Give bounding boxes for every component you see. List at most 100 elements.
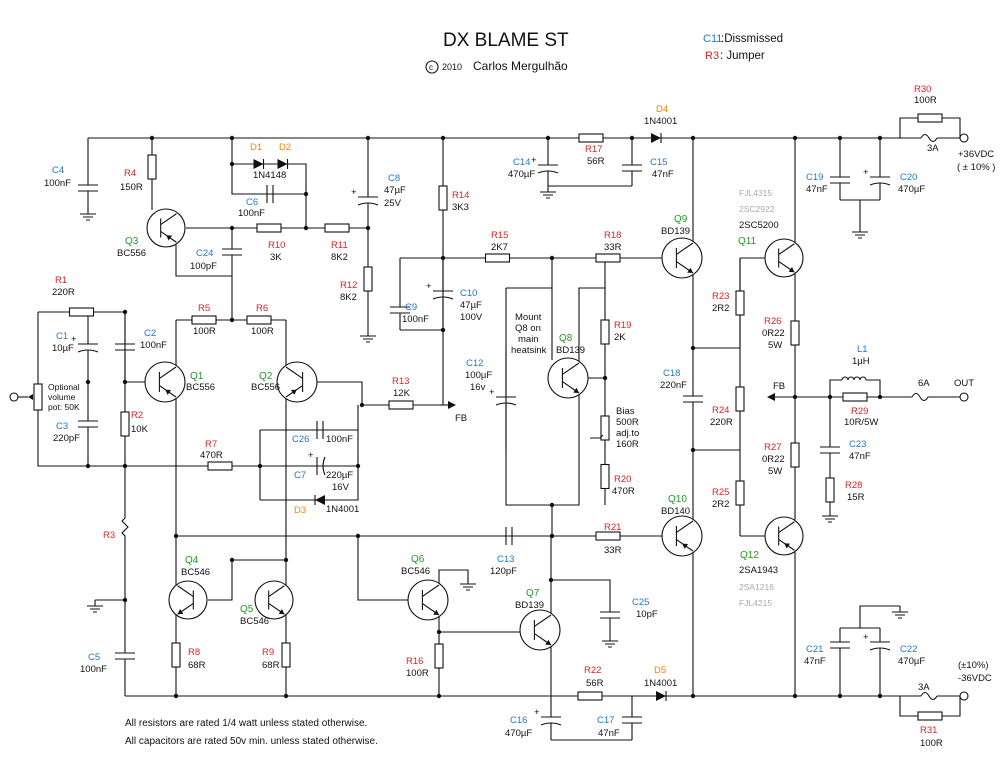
neg-supply-terminal[interactable] [959,691,969,701]
label-C15-value: 47nF [652,169,674,180]
label-R18-ref: R18 [604,230,621,241]
label-C24-value: 100pF [190,261,217,272]
junction-dot [283,693,289,699]
fb-output-label: FB [773,381,785,392]
junction-dot [303,225,309,231]
junction-dot [229,317,235,323]
label-D2-value: 1N4148 [253,170,286,181]
fb-input-label: FB [455,413,467,424]
junction-dot [229,225,235,231]
R11 [324,223,350,233]
R2 [120,411,130,437]
wire [551,579,611,595]
bias-wiper[interactable] [590,434,604,439]
label-Q2-value: BC556 [251,382,280,393]
R17 [578,133,604,143]
Q4-arrow [177,608,184,615]
label-C12-rating: 16v [470,382,486,393]
label-C13-ref: C13 [497,554,514,565]
label-R23-ref: R23 [712,291,729,302]
D4 [651,133,661,143]
label-C2-ref: C2 [144,328,156,339]
wire [95,542,126,601]
junction-dot [690,693,696,699]
junction-dot [85,463,91,469]
label-C14-ref: C14 [513,157,530,168]
output-fuse [911,392,929,402]
ground-icon [602,640,618,648]
ground-icon [460,583,476,591]
R9 [281,642,291,668]
volume-pot[interactable] [33,383,43,411]
Q9 [661,237,703,279]
wire [438,569,469,585]
label-C15-ref: C15 [650,157,667,168]
label-R30-value: 100R [914,95,937,106]
junction-dot [690,345,696,351]
Q3-arrow [166,235,173,241]
R30 [917,113,943,123]
note-capacitors: All capacitors are rated 50v min. unless… [125,736,378,747]
label-R14-value: 3K3 [452,202,469,213]
junction-dot [690,135,696,141]
label-R7-value: 470R [200,450,223,461]
q8-mount-line-3: main [518,334,539,345]
ground-icon [360,335,376,343]
label-R17-value: 56R [587,156,605,167]
label-Q2-ref: Q2 [259,371,273,382]
label-R5-ref: R5 [198,303,210,314]
label-R5-value: 100R [193,326,216,337]
C14-plus: + [531,155,537,166]
pos-supply-terminal[interactable] [959,133,969,143]
label-R19-value: 2K [614,332,626,343]
label-C17-ref: C17 [597,715,614,726]
label-D1-ref: D1 [250,142,262,153]
junction-dot [257,463,263,469]
label-C16-value: 470µF [505,728,532,739]
label-C22-value: 470µF [898,656,925,667]
Q1-arrow [165,389,172,395]
label-D3-ref: D3 [294,505,306,516]
q12-alt-1: 2SA1216 [739,582,774,592]
wire [551,258,605,506]
label-Q5-value: BC546 [240,616,269,627]
label-Q11-ref: Q11 [738,236,757,247]
junction-dot [85,379,91,385]
C20-neg-plate [869,182,891,186]
volume-pot-line-1: Optional [48,382,80,392]
label-C10-value: 47µF [460,300,482,311]
volume-pot-line-3: pot: 50K [48,402,80,412]
junction-dot [283,557,289,563]
label-R4-value: 150R [120,182,143,193]
ground-icon [892,611,908,619]
R5 [191,315,217,325]
Q3-collector [160,213,177,226]
fb-arrow [448,401,456,409]
junction-dot [877,135,883,141]
Q2-collector [285,366,303,379]
Q12 [764,516,804,556]
input-terminal[interactable] [9,392,19,402]
junction-dot [792,693,798,699]
output-terminal[interactable] [959,392,969,402]
label-C10-ref: C10 [460,288,477,299]
label-R15-value: 2K7 [491,242,508,253]
pos-fuse [920,133,938,143]
label-R11-ref: R11 [331,240,348,251]
q11-alt-1: FJL4315 [739,188,772,198]
label-C3-value: 220pF [53,433,80,444]
label-Q7-ref: Q7 [526,588,540,599]
label-C23-value: 47nF [849,451,871,462]
Q5-collector [268,585,285,598]
legend-dismissed-text: :Dissmissed [721,33,783,45]
Q5-arrow [278,608,285,615]
label-C8-ref: C8 [388,173,400,184]
C12-plus: + [489,387,495,398]
C10-plus: + [426,281,432,292]
label-D4-ref: D4 [656,104,668,115]
R10 [256,223,282,233]
D2 [277,159,288,169]
label-C24-ref: C24 [196,248,213,259]
label-C18-ref: C18 [663,368,680,379]
C16-plus: + [534,707,540,718]
